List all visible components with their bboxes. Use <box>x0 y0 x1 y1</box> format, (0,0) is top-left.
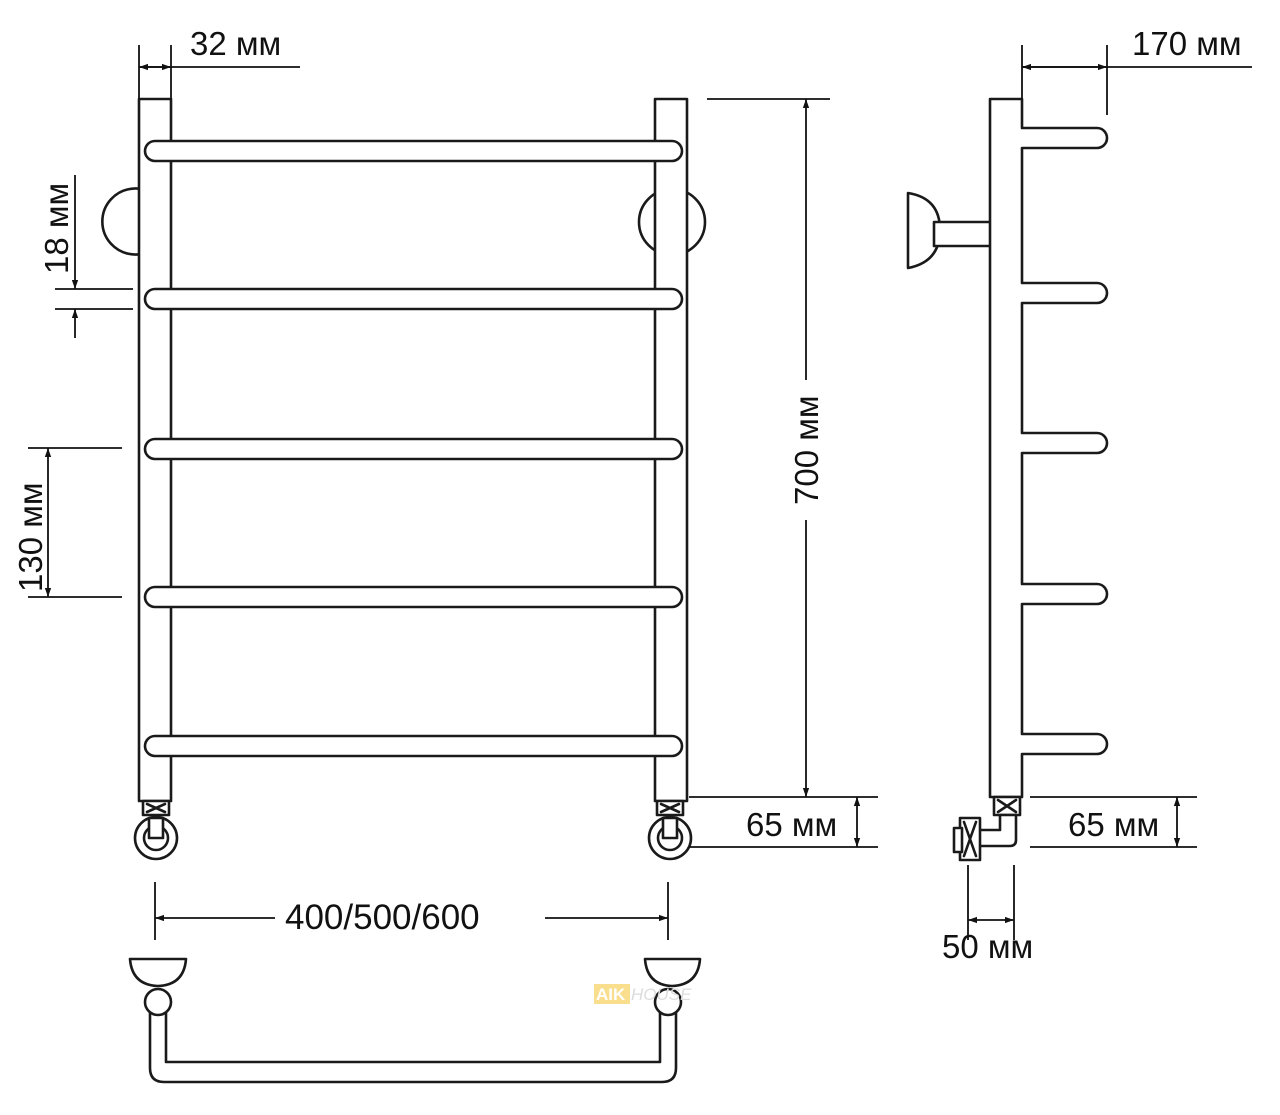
dim-pipe-diameter: 32 мм <box>138 25 300 99</box>
wall-bracket-left <box>101 187 157 256</box>
connector-front-label: 65 мм <box>746 806 837 843</box>
pipe-diameter-label: 32 мм <box>190 25 281 62</box>
dim-height: 700 мм <box>689 98 878 798</box>
top-view-flange-right <box>643 957 702 988</box>
connector-left <box>133 799 179 861</box>
rung <box>143 585 684 609</box>
depth-label: 170 мм <box>1132 25 1242 62</box>
dim-connector-front: 65 мм <box>689 797 878 848</box>
rung-spacing-label: 130 мм <box>12 482 49 592</box>
watermark-box <box>594 984 630 1004</box>
rungs <box>143 139 684 758</box>
watermark-brand-a: AIK <box>596 985 626 1004</box>
height-label: 700 мм <box>788 395 825 505</box>
top-view-joint-left <box>143 987 173 1017</box>
side-post <box>988 97 1109 799</box>
dim-connector-side: 65 мм <box>1030 796 1197 848</box>
dim-rung-gap: 18 мм <box>38 175 133 338</box>
dim-depth: 170 мм <box>1021 25 1252 115</box>
rung <box>143 139 684 163</box>
top-view-flange-left <box>128 957 188 988</box>
wall-offset-label: 50 мм <box>942 928 1033 965</box>
side-view: 170 мм 65 мм 50 мм <box>906 25 1252 965</box>
side-connector <box>952 795 1022 862</box>
rung <box>143 437 684 461</box>
side-wall-mount-arm <box>932 220 994 248</box>
top-view: AIK HOUSE <box>128 957 702 1084</box>
widths-label: 400/500/600 <box>285 898 480 937</box>
watermark-brand-b: HOUSE <box>631 985 692 1004</box>
rung <box>143 734 684 758</box>
dim-wall-offset: 50 мм <box>942 865 1033 965</box>
connector-side-label: 65 мм <box>1068 806 1159 843</box>
top-view-joint-right <box>653 987 683 1017</box>
dim-rung-spacing: 130 мм <box>12 447 122 598</box>
dim-width: 400/500/600 <box>154 882 669 940</box>
rung-gap-label: 18 мм <box>38 183 75 274</box>
front-view: 32 мм 18 мм 130 мм 700 мм <box>12 25 878 940</box>
connector-right <box>647 799 693 861</box>
top-view-rail <box>148 990 678 1084</box>
rung <box>143 287 684 311</box>
